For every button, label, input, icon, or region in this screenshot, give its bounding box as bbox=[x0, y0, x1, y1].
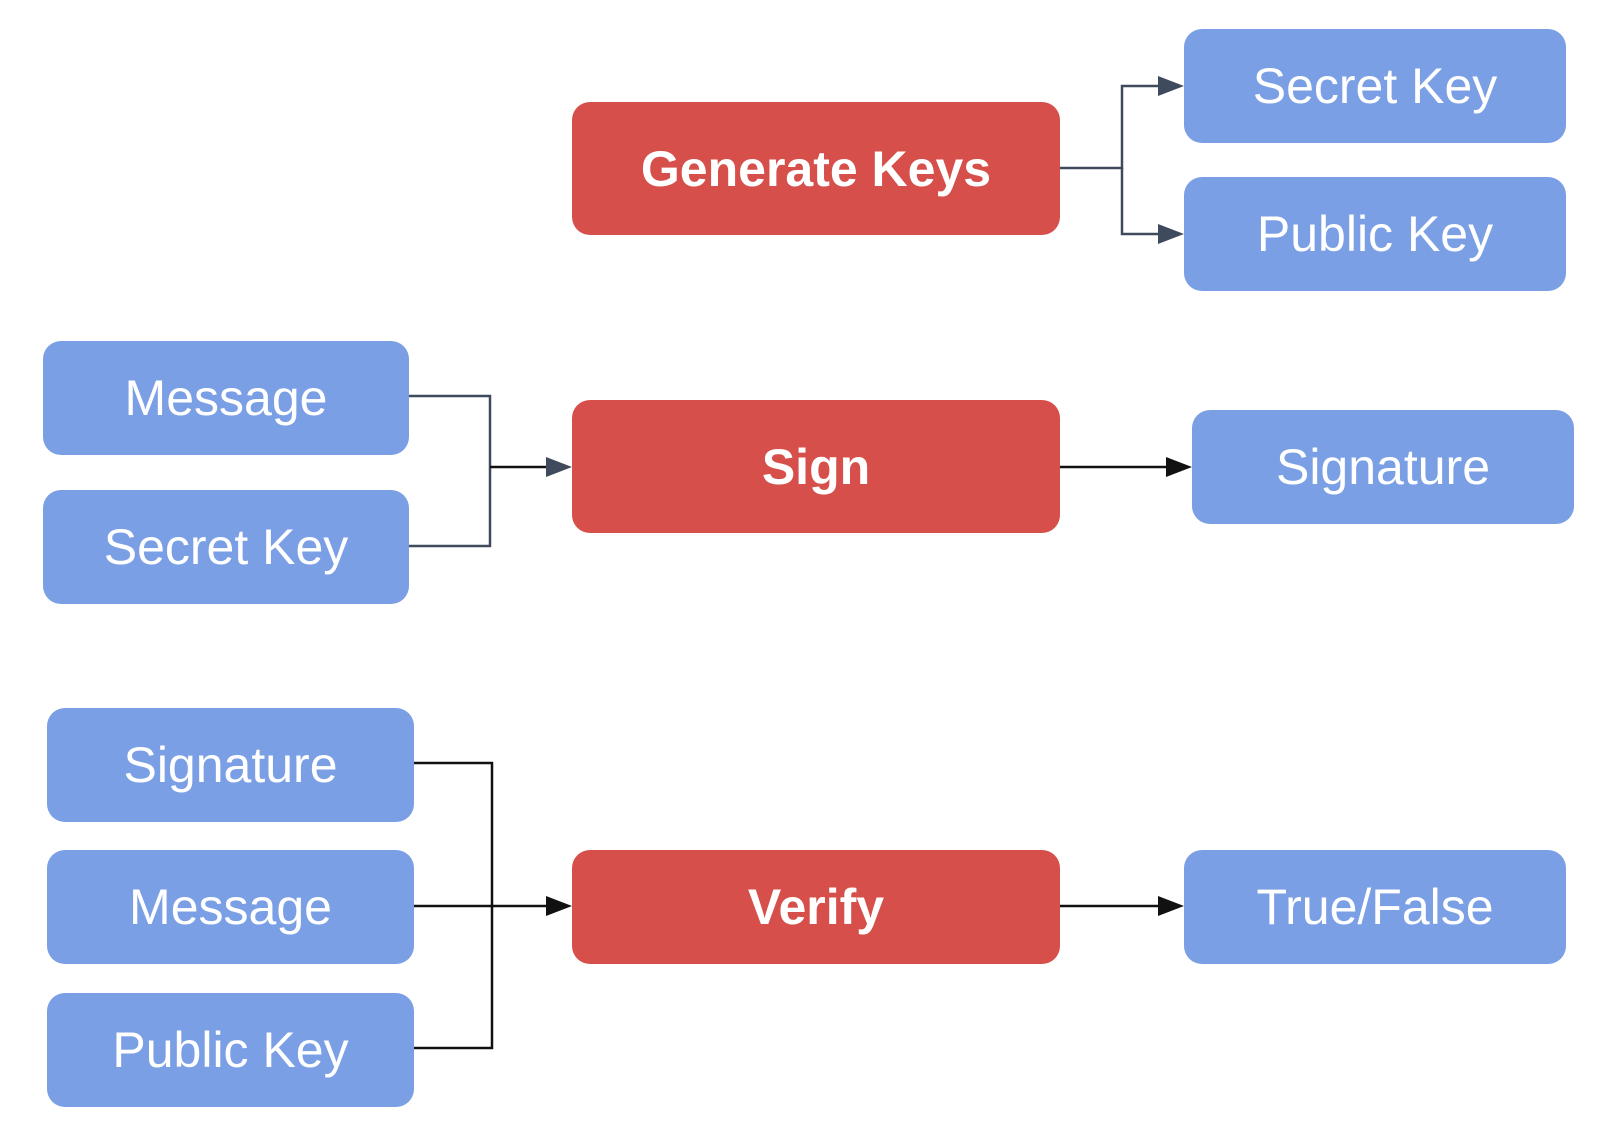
generate-to-secret-key-connector bbox=[1060, 84, 1168, 170]
sign-input-message-label: Message bbox=[124, 370, 328, 426]
verify-input-message-box: Message bbox=[47, 850, 414, 964]
output-public-key-label: Public Key bbox=[1256, 206, 1494, 262]
sign-input-arrowhead bbox=[546, 457, 572, 477]
sign-input-message-box: Message bbox=[43, 341, 409, 455]
verify-input-message-label: Message bbox=[129, 879, 332, 935]
verify-input-arrowhead bbox=[546, 896, 572, 916]
generate-keys-box: Generate Keys bbox=[572, 102, 1060, 235]
verify-input-public-key-label: Public Key bbox=[112, 1022, 349, 1078]
generate-to-public-key-connector bbox=[1120, 168, 1168, 236]
output-secret-key-box: Secret Key bbox=[1184, 29, 1566, 143]
sign-to-signature-arrowhead bbox=[1166, 457, 1192, 477]
verify-to-result-arrowhead bbox=[1158, 896, 1184, 916]
verify-input-public-key-box: Public Key bbox=[47, 993, 414, 1107]
sign-message-input-connector bbox=[409, 394, 492, 548]
sign-label: Sign bbox=[761, 438, 871, 495]
generate-to-secret-key-arrowhead bbox=[1158, 76, 1184, 96]
sign-output-signature-label: Signature bbox=[1275, 439, 1491, 495]
verify-input-signature-label: Signature bbox=[123, 737, 338, 793]
verify-label: Verify bbox=[747, 879, 885, 935]
verify-inputs-connector bbox=[414, 761, 494, 1050]
verify-output-result-label: True/False bbox=[1256, 879, 1494, 935]
sign-output-signature-box: Signature bbox=[1192, 410, 1574, 524]
generate-keys-label: Generate Keys bbox=[640, 140, 992, 197]
verify-box: Verify bbox=[572, 850, 1060, 964]
sign-input-secret-key-box: Secret Key bbox=[43, 490, 409, 604]
verify-input-signature-box: Signature bbox=[47, 708, 414, 822]
sign-box: Sign bbox=[572, 400, 1060, 533]
output-public-key-box: Public Key bbox=[1184, 177, 1566, 291]
sign-input-secret-key-label: Secret Key bbox=[103, 519, 349, 575]
output-secret-key-label: Secret Key bbox=[1252, 58, 1498, 114]
generate-to-public-key-arrowhead bbox=[1158, 224, 1184, 244]
verify-output-result-box: True/False bbox=[1184, 850, 1566, 964]
